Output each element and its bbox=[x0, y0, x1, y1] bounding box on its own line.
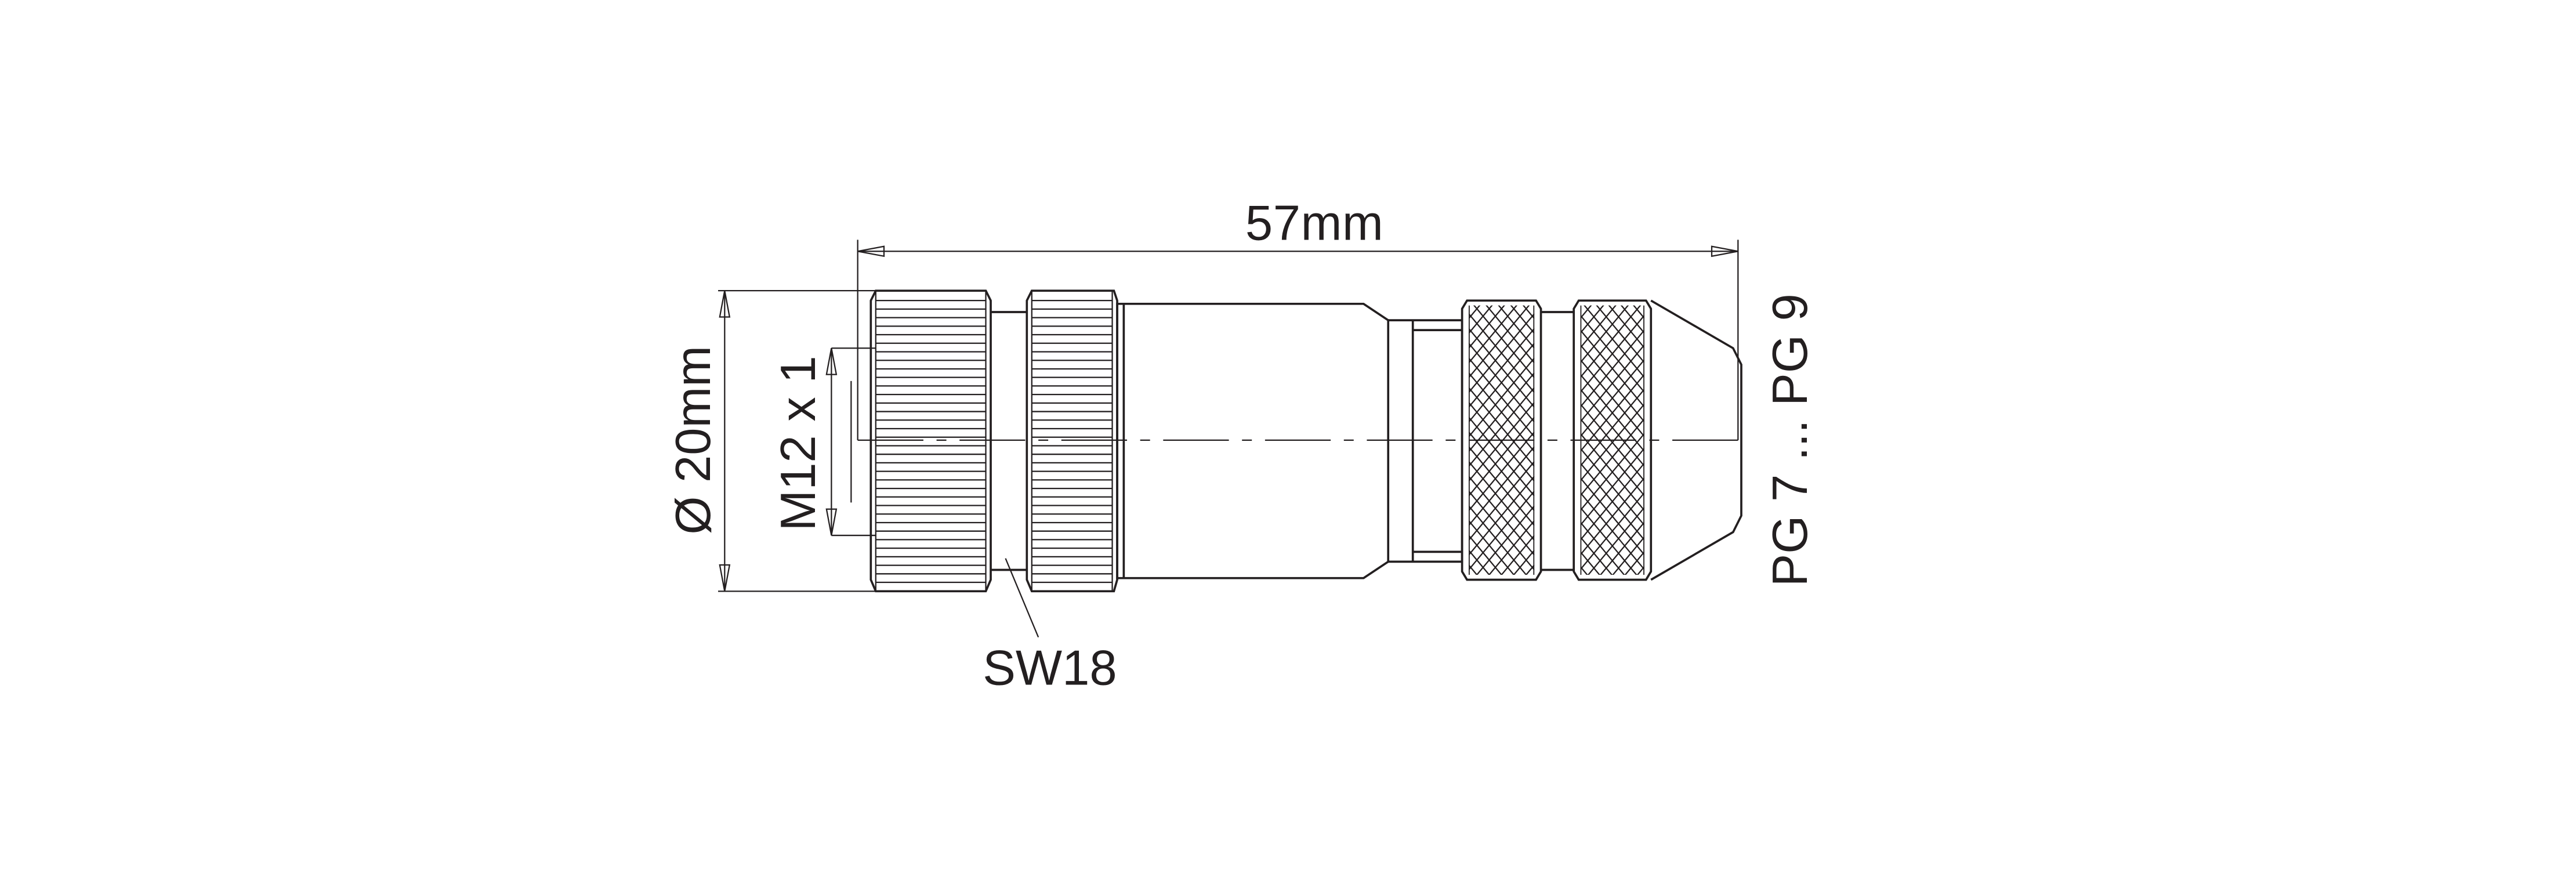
hatch-line bbox=[1468, 305, 1518, 364]
hatch-line bbox=[1468, 476, 1535, 556]
diameter-dimension: Ø 20mm bbox=[665, 290, 876, 592]
hatch-line bbox=[1468, 549, 1490, 575]
hatch-line bbox=[1581, 611, 1644, 688]
hatch-line bbox=[1580, 305, 1642, 378]
hatch-line bbox=[1468, 305, 1493, 334]
hatch-line bbox=[1636, 566, 1644, 575]
hatch-line bbox=[1469, 624, 1534, 703]
hatch-line bbox=[1469, 609, 1534, 688]
hatch-line bbox=[1469, 624, 1534, 703]
hatch-line bbox=[1501, 535, 1535, 575]
hatch-line bbox=[1468, 357, 1535, 437]
hatch-line bbox=[1580, 551, 1601, 575]
hatch-line bbox=[1468, 490, 1535, 571]
hatch-line bbox=[1468, 372, 1535, 452]
hatch-line bbox=[1468, 328, 1535, 408]
hatch-line bbox=[1469, 580, 1534, 659]
hatch-line bbox=[1580, 305, 1604, 334]
thread-label: M12 x 1 bbox=[770, 356, 825, 531]
hatch-line bbox=[1468, 313, 1535, 393]
hatch-line bbox=[1581, 611, 1644, 688]
hatch-line bbox=[1612, 537, 1644, 575]
hatch-line bbox=[1580, 566, 1588, 575]
hatch-line bbox=[1468, 305, 1505, 349]
hatch-line bbox=[1468, 461, 1535, 541]
hatch-line bbox=[1580, 389, 1644, 467]
hatch-line bbox=[1580, 537, 1613, 575]
hatch-line bbox=[1469, 595, 1534, 673]
hatch-line bbox=[1620, 305, 1644, 334]
connector-body bbox=[857, 289, 1745, 717]
hatch-line bbox=[1581, 626, 1644, 703]
cable-gland-label: PG 7 ... PG 9 bbox=[1762, 293, 1817, 586]
hatch-line bbox=[1468, 431, 1535, 512]
hatch-line bbox=[1580, 403, 1644, 481]
hatch-line bbox=[1468, 535, 1503, 575]
sw18-leader bbox=[1005, 558, 1039, 638]
hatch-line bbox=[1469, 639, 1534, 717]
length-dimension: 57mm bbox=[857, 195, 1739, 440]
hatch-line bbox=[1468, 305, 1530, 378]
hatch-line bbox=[1599, 521, 1644, 575]
hatch-line bbox=[1468, 564, 1478, 575]
thread-dimension: M12 x 1 bbox=[770, 347, 876, 537]
hatch-line bbox=[1633, 305, 1644, 319]
hatch-line bbox=[1580, 305, 1592, 319]
hatch-line bbox=[1488, 520, 1535, 575]
hatch-line bbox=[1469, 595, 1534, 673]
hatch-line bbox=[1525, 564, 1535, 575]
hatch-line bbox=[1476, 505, 1535, 575]
hatch-line bbox=[1580, 492, 1644, 570]
hatch-line bbox=[1468, 401, 1535, 482]
hatch-line bbox=[1580, 329, 1644, 408]
hex-nut-sw18 bbox=[1026, 289, 1118, 593]
hatch-line bbox=[1513, 549, 1535, 575]
hatch-line bbox=[1580, 433, 1644, 511]
wrench-size-label: SW18 bbox=[983, 640, 1117, 695]
hatch-line bbox=[1587, 507, 1644, 575]
hatch-line bbox=[1581, 581, 1644, 658]
hatch-line bbox=[1580, 477, 1644, 556]
housing bbox=[1116, 302, 1390, 579]
hatch-line bbox=[1469, 609, 1534, 688]
hatch-line bbox=[1468, 387, 1535, 467]
hatch-line bbox=[1581, 596, 1644, 673]
hatch-line bbox=[1469, 580, 1534, 659]
hatch-line bbox=[1469, 639, 1534, 717]
hatch-line bbox=[1580, 359, 1644, 437]
neck bbox=[1388, 319, 1463, 563]
cable-gland-cone bbox=[1650, 299, 1742, 581]
hatch-line bbox=[1580, 374, 1644, 452]
knurled-ring-1 bbox=[1461, 299, 1542, 581]
hatch-line bbox=[1580, 448, 1644, 526]
knurled-ring-2 bbox=[1573, 299, 1653, 581]
hatch-line bbox=[1581, 596, 1644, 673]
hatch-line bbox=[1580, 314, 1644, 393]
hatch-line bbox=[1580, 305, 1617, 349]
hatch-line bbox=[1580, 418, 1644, 497]
hatch-line bbox=[1581, 581, 1644, 658]
diameter-label: Ø 20mm bbox=[665, 346, 720, 535]
hatch-line bbox=[1468, 416, 1535, 497]
hatch-line bbox=[1624, 551, 1644, 575]
hatch-line bbox=[1580, 305, 1629, 363]
hatch-line bbox=[1580, 462, 1644, 541]
length-label: 57mm bbox=[1245, 195, 1383, 250]
hatch-line bbox=[1581, 626, 1644, 703]
hatch-line bbox=[1510, 305, 1535, 334]
front-coupling-nut bbox=[869, 289, 992, 593]
hatch-line bbox=[1580, 344, 1644, 422]
hatch-line bbox=[1468, 343, 1535, 423]
hatch-line bbox=[1468, 446, 1535, 526]
